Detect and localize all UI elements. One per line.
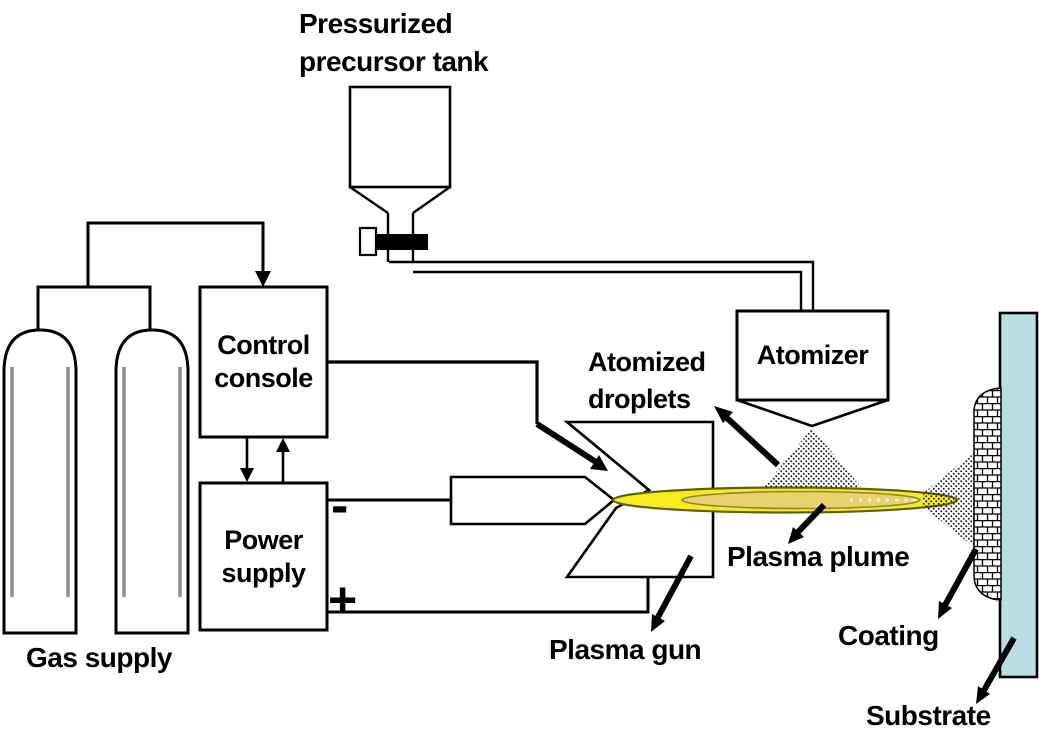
- droplets-arrowhead: [714, 406, 733, 423]
- substrate-label: Substrate: [866, 700, 991, 731]
- coating-arrow: [941, 547, 979, 609]
- droplets-arrow: [724, 415, 781, 468]
- cathode: [449, 475, 617, 526]
- feed-pipe: [389, 260, 815, 311]
- gas-cylinder-2: [114, 328, 190, 635]
- negative-terminal-label: -: [331, 477, 349, 535]
- plasma-plume-inner: [681, 490, 921, 510]
- atomizer-funnel: [736, 398, 889, 428]
- gas-manifold-line: [36, 221, 265, 332]
- gas-cylinder-1-inner-wall: [10, 367, 70, 597]
- positive-wire: [325, 577, 650, 614]
- gas-supply-label: Gas supply: [26, 642, 172, 673]
- valve: [376, 234, 428, 250]
- substrate-arrow: [980, 636, 1017, 694]
- power-supply-label: Power supply: [221, 524, 306, 588]
- control-console-label: Control console: [214, 330, 313, 393]
- precursor-tank-funnel: [349, 186, 451, 262]
- atomizer-label: Atomizer: [756, 340, 869, 370]
- console-gun-line: [327, 360, 539, 424]
- feed-arrowhead: [590, 455, 608, 471]
- power-console-up-arrowhead: [276, 438, 290, 452]
- substrate-arrowhead: [976, 686, 990, 704]
- gun-arrow: [654, 554, 694, 621]
- gun-arrowhead: [651, 614, 665, 632]
- plasma-plume-label: Plasma plume: [727, 541, 910, 572]
- atomizer-spray: [764, 428, 861, 487]
- gas-cylinder-1: [2, 328, 78, 635]
- atomizer-box: [735, 309, 890, 402]
- plasma-gun-label: Plasma gun: [549, 634, 702, 665]
- plume-arrowhead: [788, 527, 804, 544]
- valve-handle: [358, 226, 378, 257]
- coating-arrowhead: [938, 601, 952, 619]
- positive-terminal-label: +: [328, 572, 358, 628]
- coating-layer: [973, 387, 1002, 601]
- atomized-droplets-label: Atomized droplets: [588, 347, 706, 414]
- feed-arrow: [535, 421, 598, 465]
- plume-tip-spray: [922, 452, 975, 548]
- manifold-arrowhead: [255, 271, 271, 287]
- power-supply-box: [198, 481, 329, 632]
- pressurized-precursor-tank-label: Pressurized precursor tank: [299, 8, 489, 77]
- substrate-panel: [998, 311, 1039, 679]
- console-power-down-arrowhead: [240, 468, 254, 482]
- plume-arrow: [794, 502, 827, 536]
- gas-cylinder-2-inner-wall: [122, 367, 182, 597]
- precursor-tank-body: [348, 85, 452, 189]
- coating-label: Coating: [838, 620, 939, 651]
- control-console-box: [198, 285, 329, 439]
